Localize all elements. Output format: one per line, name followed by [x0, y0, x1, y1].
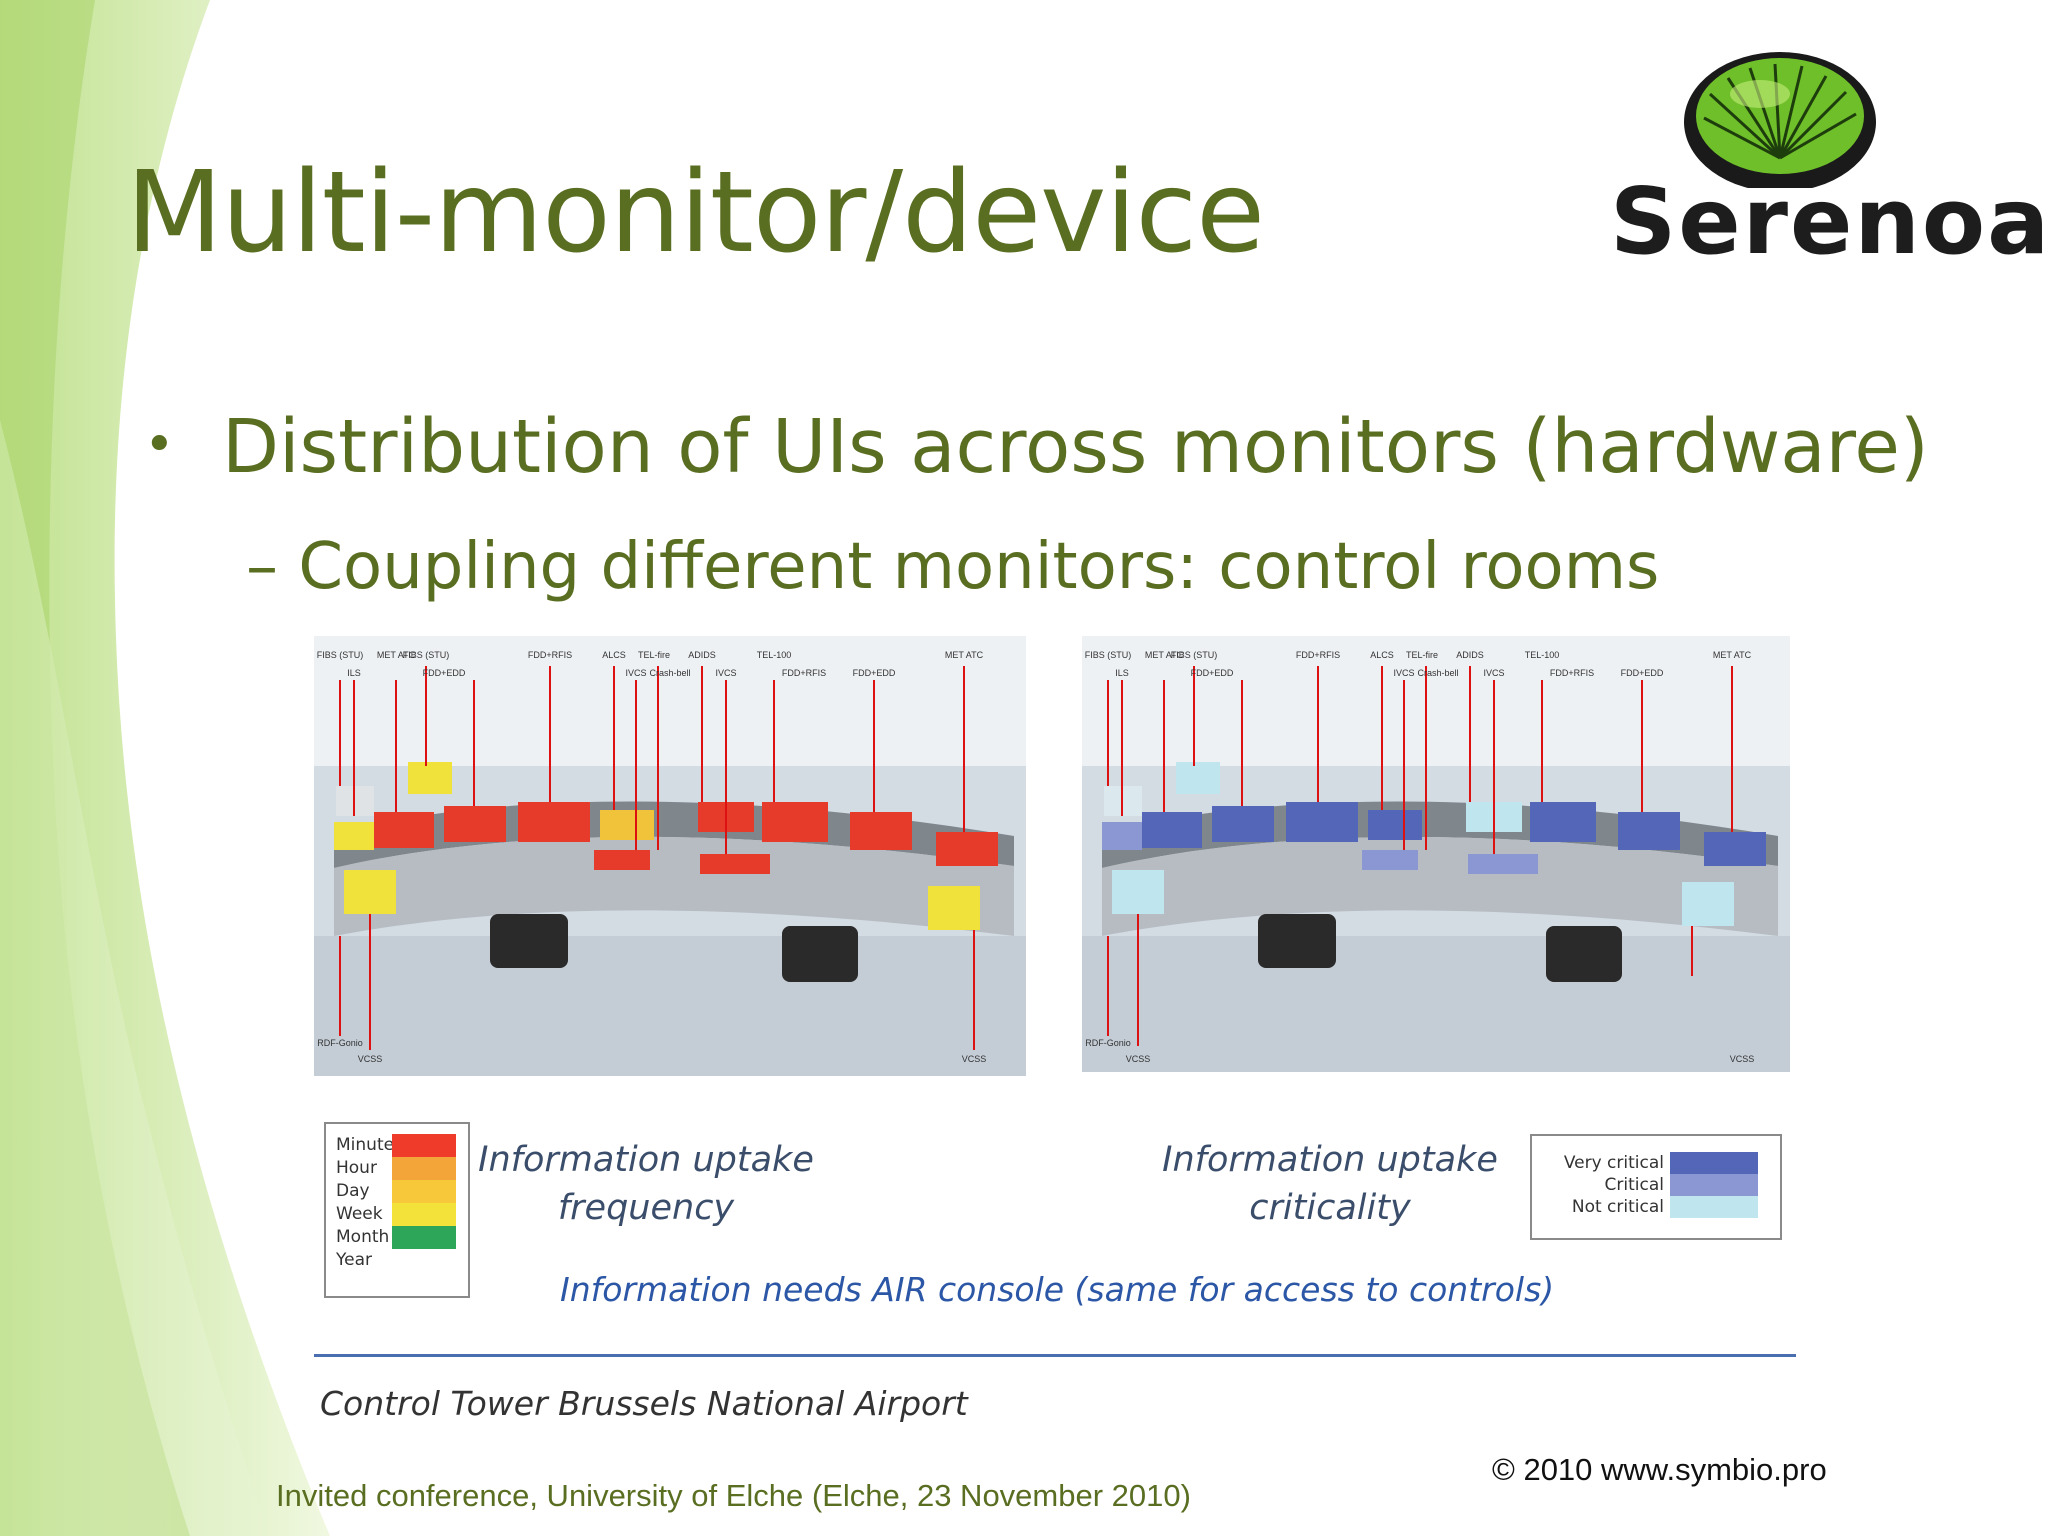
bullet-2-text: Coupling different monitors: control roo… — [298, 530, 1660, 604]
legend-swatch-month — [392, 1226, 456, 1249]
console-label: RDF-Gonio — [1085, 1038, 1131, 1048]
legend-swatch-week — [392, 1203, 456, 1226]
frequency-caption: Information uptake frequency — [476, 1136, 816, 1232]
console-label: TEL-100 — [757, 650, 792, 660]
console-label: FIBS (STU) — [403, 650, 450, 660]
criticality-legend: Very critical Critical Not critical — [1530, 1134, 1782, 1240]
legend-swatch-critical — [1670, 1174, 1758, 1196]
legend-label-critical: Critical — [1604, 1175, 1664, 1195]
legend-label-very-critical: Very critical — [1563, 1153, 1664, 1173]
legend-swatch-not-critical — [1670, 1196, 1758, 1218]
console-label: Crash-bell — [1417, 668, 1458, 678]
background-swoosh — [0, 0, 330, 1536]
criticality-caption-line2: criticality — [1249, 1188, 1411, 1228]
frequency-legend: Minute Hour Day Week Month Year — [324, 1122, 470, 1298]
frequency-caption-line1: Information uptake — [478, 1140, 814, 1180]
figure-source-caption: Control Tower Brussels National Airport — [320, 1384, 968, 1423]
console-label: ALCS — [602, 650, 626, 660]
console-label: MET ATC — [1713, 650, 1752, 660]
bullet-level-1: • Distribution of UIs across monitors (ha… — [144, 404, 1929, 490]
logo-wordmark: Serenoa — [1610, 168, 2048, 275]
console-label: MET ATC — [377, 650, 416, 660]
console-label: FDD+RFIS — [1550, 668, 1594, 678]
console-label: MET ATC — [945, 650, 984, 660]
legend-label-month: Month — [336, 1227, 390, 1247]
legend-label-not-critical: Not critical — [1571, 1197, 1664, 1217]
console-label: FIBS (STU) — [1085, 650, 1132, 660]
legend-swatch-minute — [392, 1134, 456, 1157]
console-label: ADIDS — [688, 650, 716, 660]
console-label: FIBS (STU) — [317, 650, 364, 660]
console-label: FDD+RFIS — [1296, 650, 1340, 660]
console-label: RDF-Gonio — [317, 1038, 363, 1048]
legend-swatch-hour — [392, 1157, 456, 1180]
legend-label-week: Week — [336, 1204, 383, 1224]
console-label: FDD+EDD — [853, 668, 896, 678]
console-label: VCSS — [358, 1054, 383, 1064]
console-label: TEL-fire — [1406, 650, 1438, 660]
console-label: IVCS — [625, 668, 646, 678]
serenoa-logo: Serenoa — [1610, 38, 2048, 275]
legend-swatch-day — [392, 1180, 456, 1203]
footer-copyright: © 2010 www.symbio.pro — [1492, 1452, 1827, 1487]
legend-label-minute: Minute — [336, 1135, 395, 1155]
legend-label-hour: Hour — [336, 1158, 377, 1178]
criticality-caption-line1: Information uptake — [1162, 1140, 1498, 1180]
console-label: FDD+EDD — [1191, 668, 1234, 678]
console-label: VCSS — [962, 1054, 987, 1064]
bullet-dot-icon: • — [144, 415, 175, 475]
console-label: VCSS — [1126, 1054, 1151, 1064]
console-label: IVCS — [1393, 668, 1414, 678]
bullet-1-text: Distribution of UIs across monitors (har… — [222, 404, 1929, 490]
console-label: IVCS — [715, 668, 736, 678]
console-label: VCSS — [1730, 1054, 1755, 1064]
console-label: IVCS — [1483, 668, 1504, 678]
bullet-level-2: – Coupling different monitors: control r… — [246, 530, 1659, 604]
slide-title: Multi-monitor/device — [126, 148, 1265, 278]
footer-event: Invited conference, University of Elche … — [276, 1478, 1191, 1513]
console-label: ILS — [347, 668, 361, 678]
frequency-caption-line2: frequency — [557, 1188, 735, 1228]
console-label: FDD+EDD — [1621, 668, 1664, 678]
console-label: TEL-100 — [1525, 650, 1560, 660]
console-label: MET ATC — [1145, 650, 1184, 660]
console-label: FDD+RFIS — [528, 650, 572, 660]
console-label: ADIDS — [1456, 650, 1484, 660]
console-label: FIBS (STU) — [1171, 650, 1218, 660]
console-label: TEL-fire — [638, 650, 670, 660]
logo-leaf-icon — [1684, 52, 1876, 188]
console-label: FDD+EDD — [423, 668, 466, 678]
console-label: ILS — [1115, 668, 1129, 678]
legend-label-year: Year — [336, 1250, 372, 1270]
information-needs-caption: Information needs AIR console (same for … — [560, 1270, 1555, 1309]
console-label: Crash-bell — [649, 668, 690, 678]
console-label: FDD+RFIS — [782, 668, 826, 678]
criticality-caption: Information uptake criticality — [1150, 1136, 1510, 1232]
legend-swatch-very-critical — [1670, 1152, 1758, 1174]
caption-divider — [314, 1354, 1796, 1357]
legend-label-day: Day — [336, 1181, 370, 1201]
console-label: ALCS — [1370, 650, 1394, 660]
dash-icon: – — [246, 530, 299, 604]
